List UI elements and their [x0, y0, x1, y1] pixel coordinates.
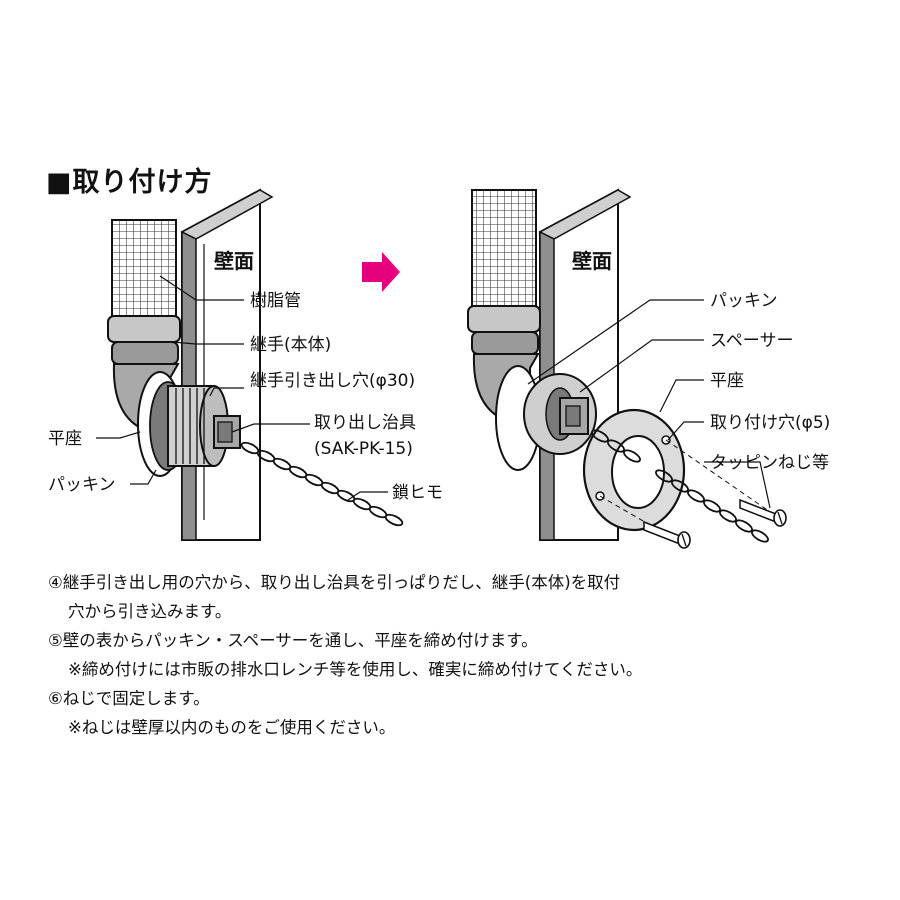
step-5-note: ※締め付けには市販の排水口レンチ等を使用し、確実に締め付けてください。	[68, 660, 643, 679]
chain-left	[240, 441, 404, 527]
step-4-line-1: ④継手引き出し用の穴から、取り出し治具を引っぱりだし、継手(本体)を取付	[48, 573, 621, 592]
label-packing-left: パッキン	[48, 475, 116, 495]
screw-icon-2	[643, 520, 691, 549]
arrow-icon	[362, 252, 400, 292]
label-resin-pipe: 樹脂管	[250, 291, 301, 311]
label-fitting-body: 継手(本体)	[250, 335, 331, 355]
label-packing-right: パッキン	[710, 291, 778, 311]
step-6-note: ※ねじは壁厚以内のものをご使用ください。	[68, 718, 396, 737]
left-panel: 壁面	[48, 188, 443, 541]
instruction-steps: ④継手引き出し用の穴から、取り出し治具を引っぱりだし、継手(本体)を取付 穴から…	[48, 568, 878, 742]
label-chain: 鎖ヒモ	[392, 483, 443, 503]
screw-icon-1	[739, 498, 787, 527]
chain-right	[591, 429, 769, 543]
label-screw: タッピンねじ等	[710, 453, 829, 473]
label-tool-model: (SAK-PK-15)	[314, 439, 413, 459]
flat-seat-right	[582, 408, 686, 532]
label-hole: 継手引き出し穴(φ30)	[250, 371, 415, 391]
step-5-line-1: ⑤壁の表からパッキン・スペーサーを通し、平座を締め付けます。	[48, 631, 538, 650]
label-flat-seat-right: 平座	[710, 371, 744, 391]
label-tool: 取り出し治具	[314, 413, 416, 433]
resin-pipe-right	[471, 189, 537, 309]
label-spacer: スペーサー	[710, 331, 793, 351]
label-flat-seat-left: 平座	[48, 429, 82, 449]
installation-diagram: 壁面	[48, 188, 830, 549]
resin-pipe-left	[111, 219, 177, 319]
step-6-line-1: ⑥ねじで固定します。	[48, 689, 210, 708]
extraction-tool-right	[559, 397, 589, 435]
page-title: ■取り付け方	[46, 167, 213, 198]
extraction-tool-left	[213, 415, 241, 449]
wall-label-left: 壁面	[214, 249, 254, 273]
label-mount-hole: 取り付け穴(φ5)	[710, 413, 830, 433]
right-panel: 壁面	[467, 188, 830, 549]
step-4-line-2: 穴から引き込みます。	[68, 602, 232, 621]
wall-left	[180, 188, 274, 541]
wall-label-right: 壁面	[572, 249, 612, 273]
